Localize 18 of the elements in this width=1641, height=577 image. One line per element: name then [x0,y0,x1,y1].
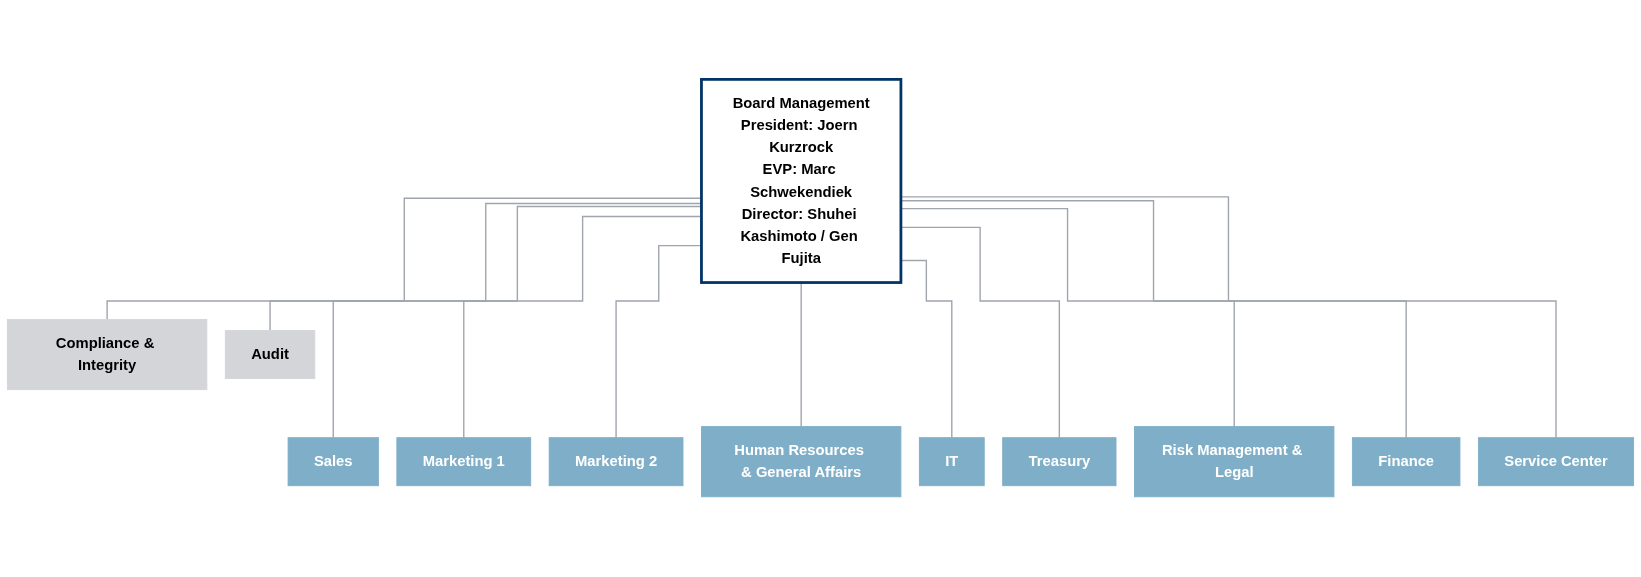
node-box: Treasury [1002,437,1117,487]
connector [900,260,953,439]
connector [900,196,1557,439]
connector [800,282,802,428]
connector [900,208,1235,428]
node-box: IT [918,437,985,487]
node-box: Board Management President: Joern Kurzrock EVP: Marc Schwekendiek Director: Shuhei Kashimoto / Gen Fujita [700,78,903,285]
node-box: Risk Management & Legal [1134,426,1335,498]
connector [900,200,1407,439]
node-box: Marketing 1 [396,437,532,487]
node-box: Audit [224,330,316,380]
connector [900,227,1061,439]
node-box: Compliance & Integrity [6,319,208,391]
node-box: Finance [1351,437,1461,487]
node-box: Human Resources & General Affairs [701,426,902,498]
node-box: Sales [287,437,379,487]
node-box: Marketing 2 [548,437,684,487]
node-box: Service Center [1477,437,1635,487]
